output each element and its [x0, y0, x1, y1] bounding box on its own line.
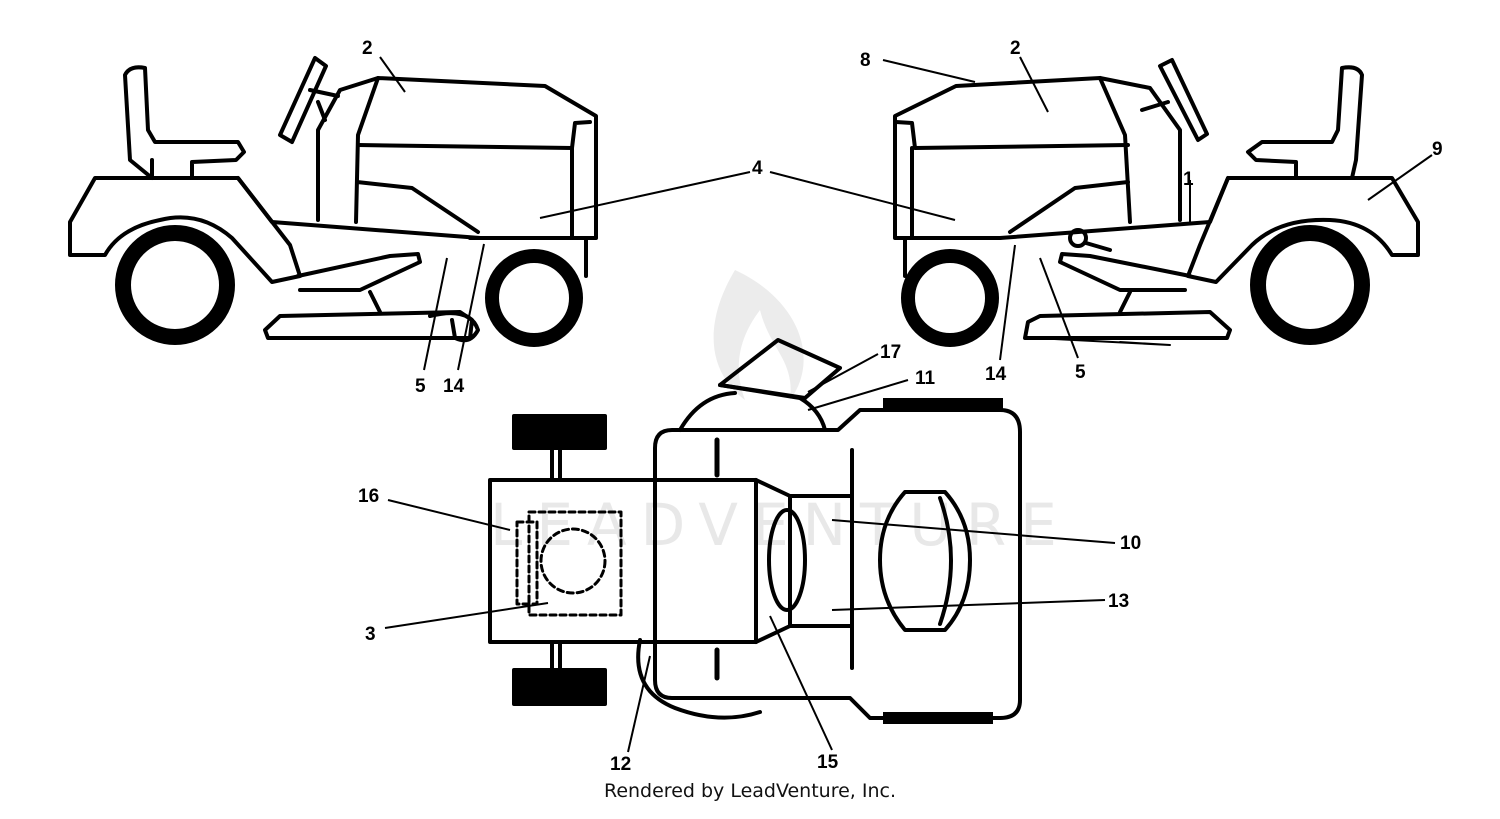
tractor-left-wheels [115, 225, 583, 347]
rear-wheel-right [1250, 225, 1370, 345]
watermark-text: LEADVENTURE [490, 491, 1071, 559]
callout-4: 4 [752, 158, 763, 179]
callout-13: 13 [1108, 591, 1129, 612]
callout-3: 3 [365, 624, 376, 645]
leader-lines [379, 56, 1433, 753]
top-view-tires [512, 398, 1003, 724]
front-wheel-left [485, 249, 583, 347]
callout-10: 10 [1120, 533, 1141, 554]
callout-8: 8 [860, 50, 871, 71]
tractor-top-view [488, 338, 1022, 720]
callout-2-left: 2 [362, 38, 373, 59]
callout-12: 12 [610, 754, 631, 775]
callout-5-right: 5 [1075, 362, 1086, 383]
front-wheel-right [901, 249, 999, 347]
rear-wheel-left [115, 225, 235, 345]
front-tire-top-upper [512, 414, 607, 450]
callout-labels: 2 4 5 14 8 2 9 1 14 5 17 11 16 10 13 3 1… [358, 38, 1443, 775]
tractor-right-wheels [901, 225, 1370, 347]
callout-11: 11 [915, 368, 936, 389]
callout-15: 15 [817, 752, 839, 773]
callout-2-right: 2 [1010, 38, 1021, 59]
tractor-right-view [893, 58, 1420, 346]
callout-5-left: 5 [415, 376, 426, 397]
rear-tire-top-lower [883, 712, 993, 724]
callout-9: 9 [1432, 139, 1443, 160]
tractor-left-view [68, 56, 598, 343]
callout-17: 17 [880, 342, 901, 363]
rear-tire-top-upper [883, 398, 1003, 412]
callout-14-right: 14 [985, 364, 1007, 385]
render-credit: Rendered by LeadVenture, Inc. [603, 780, 897, 802]
callout-16: 16 [358, 486, 379, 507]
callout-1: 1 [1183, 169, 1194, 190]
callout-14-left: 14 [443, 376, 465, 397]
front-tire-top-lower [512, 668, 607, 706]
